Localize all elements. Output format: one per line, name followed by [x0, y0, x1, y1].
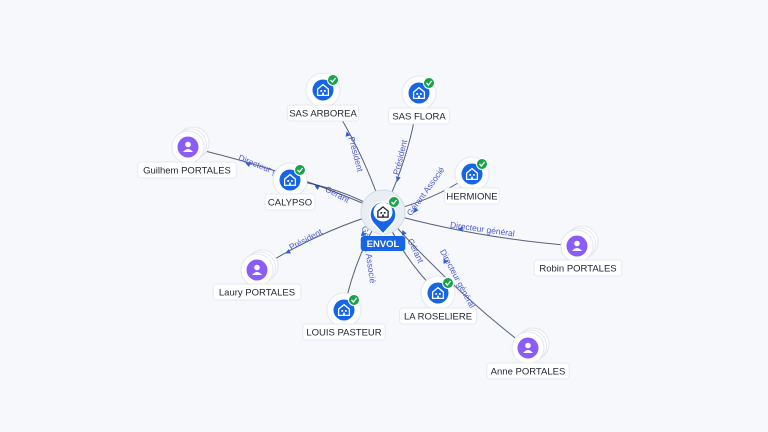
center-label: ENVOL	[367, 239, 400, 250]
arrow-icon	[345, 131, 351, 137]
building-icon	[283, 173, 297, 187]
verified-check-icon	[327, 74, 339, 86]
node-label: Anne PORTALES	[491, 367, 566, 378]
node-label-box	[212, 283, 302, 301]
building-icon	[412, 86, 426, 100]
arrow-icon	[285, 248, 291, 254]
relation-label: Président	[287, 226, 324, 252]
company-node-sas-arborea[interactable]: SAS ARBOREA	[286, 72, 360, 122]
relation-label: Gérant Associé	[405, 165, 447, 218]
relation-label: Gérant Associé	[360, 225, 378, 284]
relation-label: Président	[346, 136, 365, 174]
node-label: Laury PORTALES	[219, 288, 295, 299]
node-label-box	[399, 307, 477, 325]
center-node-envol[interactable]: ENVOL	[360, 189, 406, 251]
verified-check-icon	[388, 196, 400, 208]
node-label-box	[388, 107, 450, 125]
building-icon	[316, 83, 330, 97]
relation-label: Président	[391, 138, 410, 176]
arrow-icon	[395, 176, 401, 182]
verified-check-icon	[294, 164, 306, 176]
company-node-sas-flora[interactable]: SAS FLORA	[388, 75, 450, 125]
node-label-box	[302, 323, 386, 341]
node-label: HERMIONE	[446, 192, 497, 203]
person-icon	[183, 141, 193, 152]
verified-check-icon	[442, 277, 454, 289]
person-icon	[523, 342, 533, 353]
verified-check-icon	[476, 158, 488, 170]
relation-label: Gérant	[406, 237, 427, 265]
node-label: Robin PORTALES	[539, 264, 616, 275]
node-label-box	[286, 104, 360, 122]
relation-label: Directeur général	[449, 220, 515, 239]
person-node-robin[interactable]: Robin PORTALES	[533, 225, 623, 277]
person-icon	[252, 264, 262, 275]
arrow-icon	[457, 226, 464, 232]
node-label: SAS FLORA	[392, 112, 446, 123]
arrow-icon	[314, 185, 320, 191]
relation-label: Gérant	[324, 184, 352, 205]
node-label: SAS ARBOREA	[289, 109, 357, 120]
person-node-guilhem[interactable]: Guilhem PORTALES	[137, 126, 237, 179]
center-label-box	[360, 236, 406, 251]
node-label: Guilhem PORTALES	[143, 166, 231, 177]
company-node-louis-pasteur[interactable]: LOUIS PASTEUR	[302, 292, 386, 341]
person-node-laury[interactable]: Laury PORTALES	[212, 249, 302, 301]
node-label: LA ROSELIERE	[404, 312, 472, 323]
node-label-box	[533, 259, 623, 277]
node-label-box	[137, 161, 237, 179]
verified-check-icon	[348, 294, 360, 306]
node-label-box	[264, 193, 316, 211]
nodes-layer: SAS ARBOREA SAS FLORA CALYPSO HERMIONE LOUIS…	[137, 72, 623, 380]
arrow-icon	[360, 230, 366, 237]
company-node-calypso[interactable]: CALYPSO	[264, 162, 316, 211]
company-node-hermione[interactable]: HERMIONE	[443, 156, 500, 205]
building-icon	[431, 286, 445, 300]
arrow-icon	[443, 258, 449, 264]
building-icon	[377, 206, 389, 218]
node-label: CALYPSO	[268, 198, 312, 209]
node-label: LOUIS PASTEUR	[306, 328, 381, 339]
arrow-icon	[245, 162, 251, 168]
node-label-box	[443, 187, 500, 205]
building-icon	[337, 303, 351, 317]
person-icon	[572, 240, 582, 251]
company-node-la-roseliere[interactable]: LA ROSELIERE	[399, 275, 477, 325]
node-label-box	[486, 362, 570, 380]
person-node-anne[interactable]: Anne PORTALES	[486, 327, 570, 380]
verified-check-icon	[423, 77, 435, 89]
building-icon	[465, 167, 479, 181]
edge-line	[382, 211, 578, 247]
arrow-icon	[413, 207, 419, 213]
